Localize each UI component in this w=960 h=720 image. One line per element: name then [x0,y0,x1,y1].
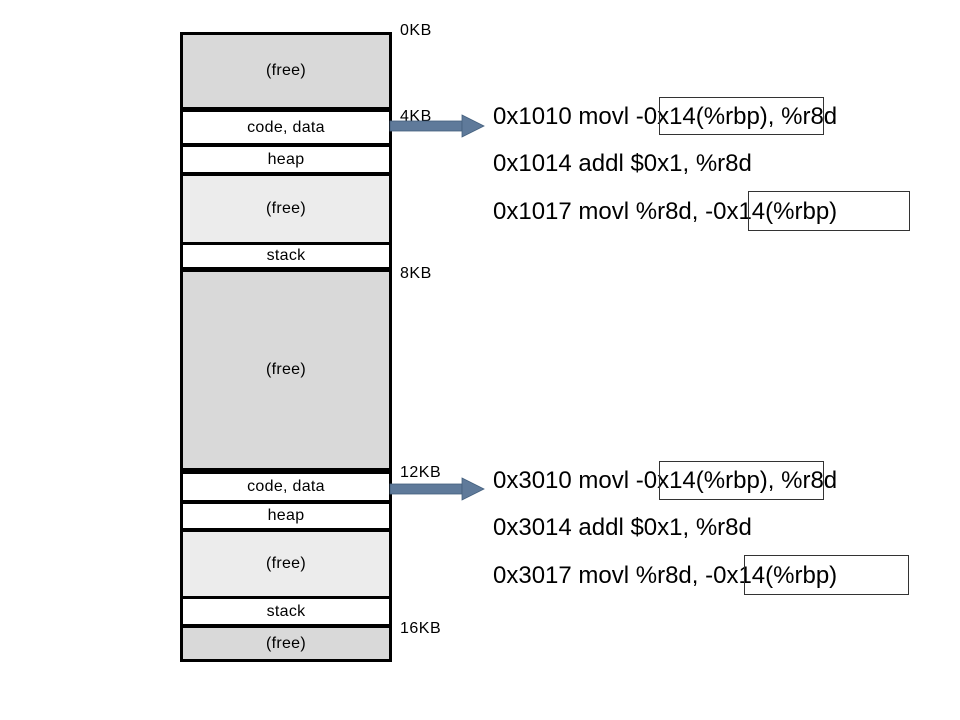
code-line-2-1: 0x3010 movl -0x14(%rbp), %r8d [493,467,838,494]
segment-label: stack [266,602,306,620]
segment-stack-1: stack [183,245,389,267]
segment-label: (free) [265,62,307,79]
operand-highlight-box [744,555,909,595]
segment-free-5: (free) [183,628,389,659]
segment-label: (free) [265,634,307,652]
arrow-to-code-2 [389,477,485,501]
segment-label: code, data [247,118,325,136]
code-line-1-3: 0x1017 movl %r8d, -0x14(%rbp) [493,198,838,225]
code-line-2-2: 0x3014 addl $0x1, %r8d [493,514,752,541]
segment-label: (free) [265,200,307,217]
segment-label: (free) [265,555,307,572]
address-label-16kb: 16KB [400,620,442,637]
operand-highlight-box [659,461,824,500]
segment-code-data-2: code, data [183,474,389,500]
operand-highlight-box [659,97,824,135]
segment-heap-1: heap [183,147,389,172]
segment-free-4: (free) [183,532,389,596]
operand-highlight-box [748,191,910,231]
segment-free-3: (free) [183,272,389,468]
code-line-2-3: 0x3017 movl %r8d, -0x14(%rbp) [493,562,838,589]
arrow-to-code-1 [389,114,485,138]
segment-label: (free) [265,361,307,378]
segment-label: heap [267,507,305,524]
segment-label: code, data [247,478,325,495]
segment-label: heap [267,150,305,168]
address-space-column: (free) code, data heap (free) stack (fre… [180,32,392,662]
address-label-8kb: 8KB [400,265,432,282]
address-label-12kb: 12KB [400,464,442,481]
segment-code-data-1: code, data [183,112,389,143]
segment-heap-2: heap [183,504,389,528]
segment-free-1: (free) [183,35,389,107]
segment-label: stack [266,247,306,264]
code-line-1-2: 0x1014 addl $0x1, %r8d [493,150,752,177]
segment-free-2: (free) [183,176,389,242]
address-label-0kb: 0KB [400,22,432,39]
segment-stack-2: stack [183,599,389,624]
code-line-1-1: 0x1010 movl -0x14(%rbp), %r8d [493,103,838,130]
